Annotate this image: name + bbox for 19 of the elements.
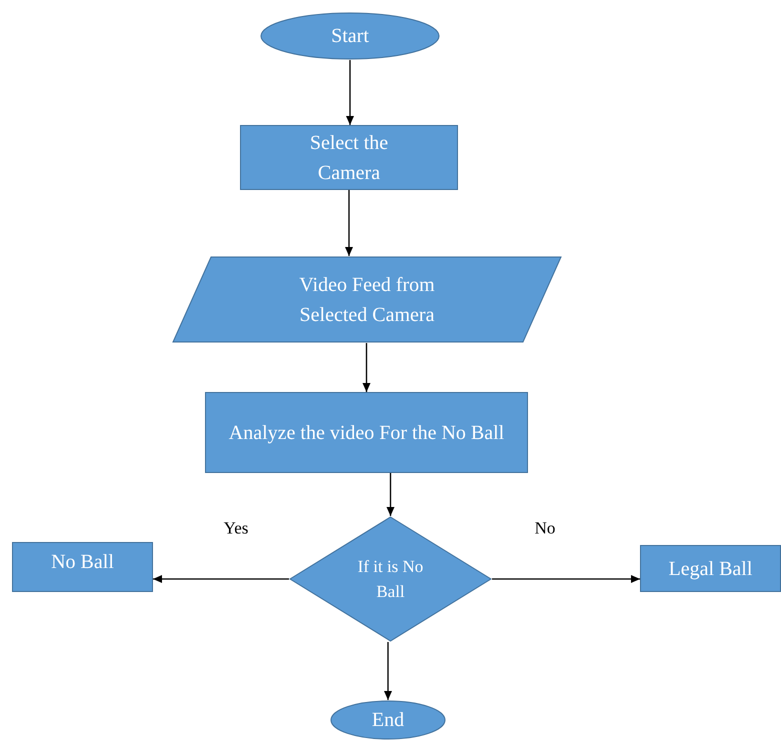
node-label: End <box>372 708 404 733</box>
node-label: Analyze the video For the No Ball <box>228 420 504 446</box>
arrow <box>346 60 354 125</box>
process-box <box>12 542 153 592</box>
process-box <box>640 545 781 592</box>
process-box <box>205 392 528 473</box>
arrow <box>386 473 394 516</box>
process-box <box>240 125 458 190</box>
arrow <box>492 575 640 583</box>
node-label: Select the Camera <box>308 130 390 186</box>
node-label: Start <box>331 24 369 49</box>
node-label: Legal Ball <box>668 557 752 582</box>
arrow <box>384 642 392 700</box>
arrow <box>362 343 370 392</box>
node-label: If it is No Ball <box>356 556 424 603</box>
node-label: Video Feed from Selected Camera <box>298 272 436 328</box>
node-label: No Ball <box>51 550 114 575</box>
arrow <box>153 575 289 583</box>
arrow <box>345 190 353 256</box>
